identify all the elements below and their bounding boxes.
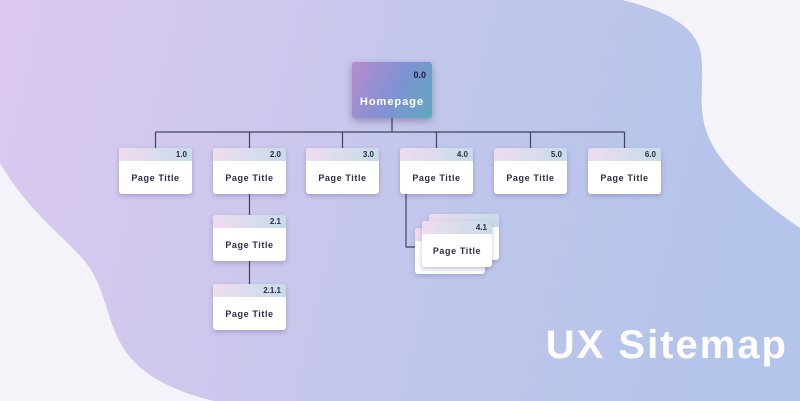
node-number: 2.1 [269, 217, 281, 226]
node-label: Page Title [432, 245, 482, 256]
node-label: Page Title [225, 172, 274, 183]
node-card-header: 2.1.1 [213, 284, 286, 297]
node-label: Page Title [318, 172, 367, 183]
node-number: 2.1.1 [263, 286, 281, 295]
node-label: Page Title [412, 172, 461, 183]
diagram-title: UX Sitemap [545, 323, 788, 367]
node-card-body: Page Title [400, 161, 473, 194]
node-card-body: Page Title [213, 161, 286, 194]
node-card-2-1-1: 2.1.1 Page Title [213, 284, 286, 330]
node-card-1-0: 1.0 Page Title [119, 148, 192, 194]
node-card-body: Page Title [213, 297, 286, 330]
node-card-header: 0.0 [352, 62, 432, 84]
node-number: 6.0 [644, 150, 656, 159]
node-card-body: Homepage [352, 84, 432, 118]
node-card-body: Page Title [306, 161, 379, 194]
node-label: Page Title [225, 239, 274, 250]
node-number: 1.0 [175, 150, 187, 159]
node-card-body: Page Title [119, 161, 192, 194]
node-card-body: Page Title [588, 161, 661, 194]
node-card-6-0: 6.0 Page Title [588, 148, 661, 194]
node-label: Homepage [359, 96, 425, 108]
node-card-header: 4.0 [400, 148, 473, 161]
node-label: Page Title [506, 172, 555, 183]
node-card-4-0: 4.0 Page Title [400, 148, 473, 194]
node-card-5-0: 5.0 Page Title [494, 148, 567, 194]
node-number: 4.1 [475, 223, 487, 232]
node-label: Page Title [225, 308, 274, 319]
node-number: 4.0 [456, 150, 468, 159]
node-card-body: Page Title [494, 161, 567, 194]
node-card-header: 2.1 [213, 215, 286, 228]
node-label: Page Title [600, 172, 649, 183]
node-number: 5.0 [550, 150, 562, 159]
node-card-header: 2.0 [213, 148, 286, 161]
node-card-header: 4.1 [422, 221, 492, 234]
node-number: 0.0 [413, 70, 426, 80]
node-number: 2.0 [269, 150, 281, 159]
node-card-4-1: 4.1 Page Title [422, 221, 492, 267]
node-card-2-0: 2.0 Page Title [213, 148, 286, 194]
node-card-body: Page Title [213, 228, 286, 261]
node-card-homepage: 0.0 Homepage [352, 62, 432, 118]
node-card-body: Page Title [422, 234, 492, 267]
node-card-header: 1.0 [119, 148, 192, 161]
node-card-2-1: 2.1 Page Title [213, 215, 286, 261]
node-card-header: 6.0 [588, 148, 661, 161]
node-number: 3.0 [362, 150, 374, 159]
node-card-header: 5.0 [494, 148, 567, 161]
node-card-3-0: 3.0 Page Title [306, 148, 379, 194]
node-card-header: 3.0 [306, 148, 379, 161]
node-label: Page Title [131, 172, 180, 183]
